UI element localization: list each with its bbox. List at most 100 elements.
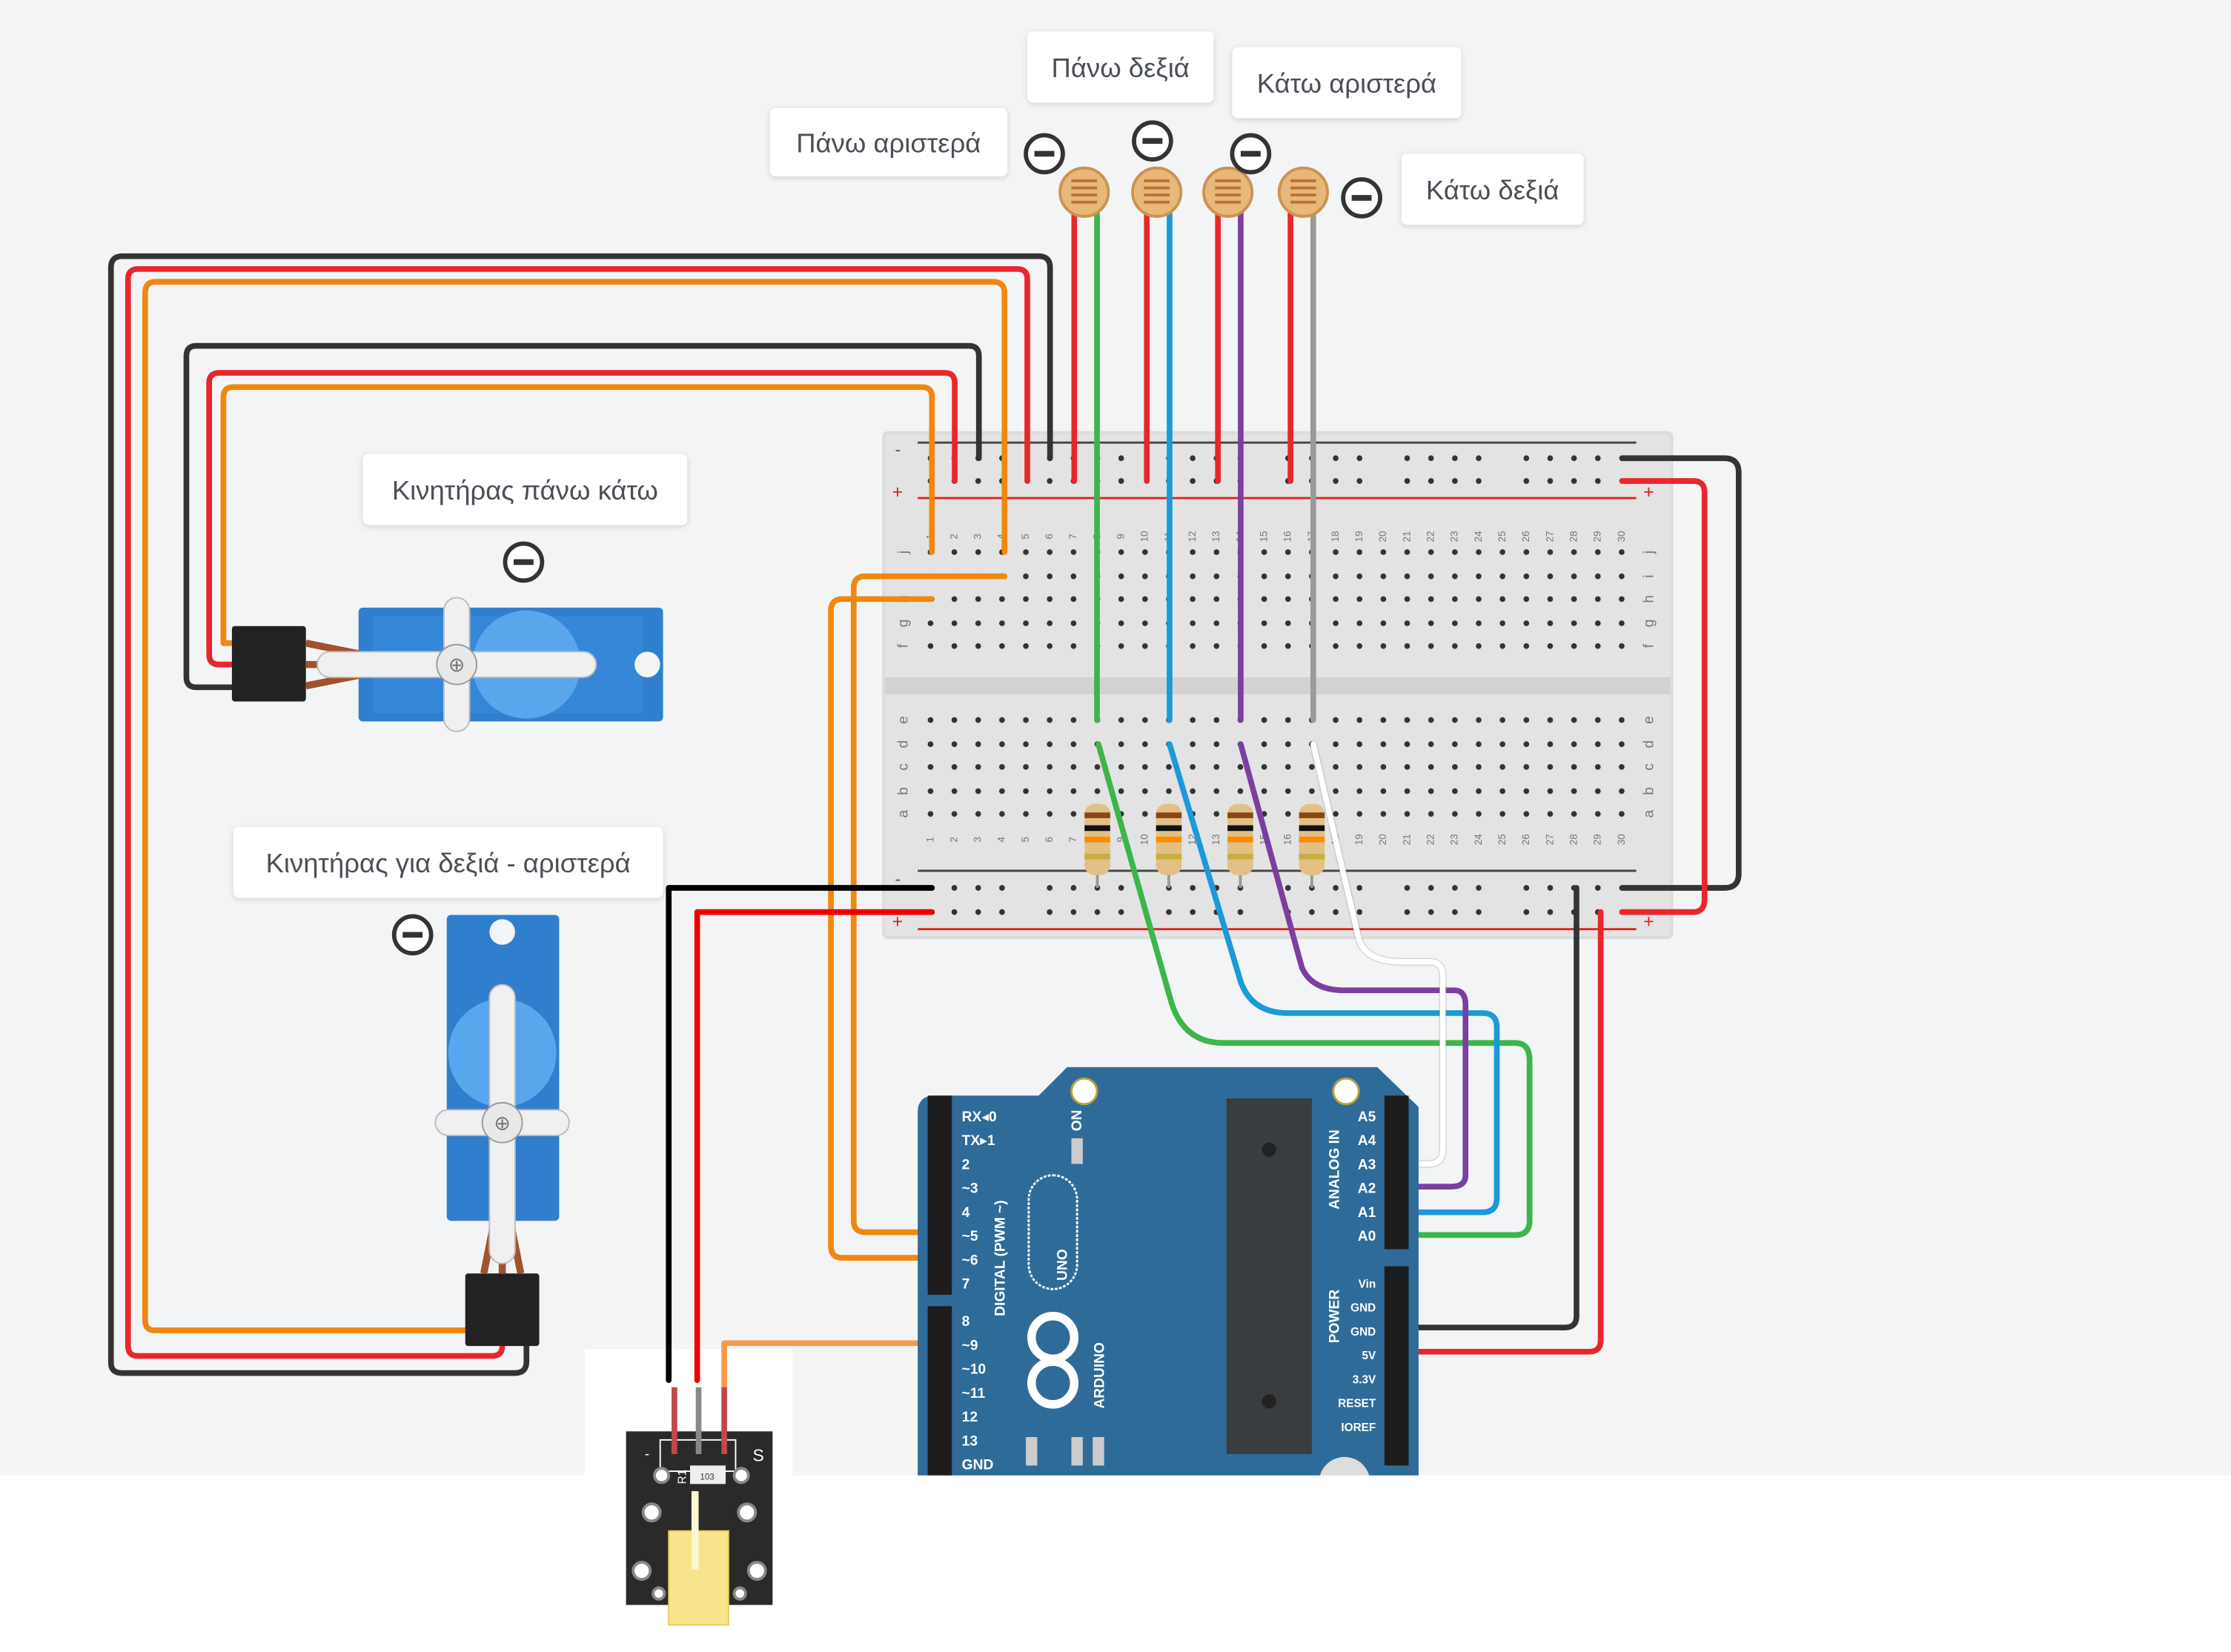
breadboard-hole[interactable] (1380, 763, 1387, 770)
breadboard-hole[interactable] (975, 549, 981, 555)
breadboard-hole[interactable] (999, 741, 1005, 747)
breadboard-hole[interactable] (1547, 717, 1554, 723)
rail-hole[interactable] (1309, 909, 1315, 915)
breadboard-hole[interactable] (975, 717, 981, 723)
breadboard-hole[interactable] (1141, 788, 1148, 795)
breadboard-hole[interactable] (1023, 573, 1029, 580)
wire-orange-pin6[interactable] (828, 596, 949, 1261)
wire-red-5v[interactable] (1399, 909, 1604, 1355)
breadboard-hole[interactable] (1118, 741, 1124, 747)
breadboard-hole[interactable] (1213, 741, 1220, 747)
breadboard-hole[interactable] (1356, 643, 1363, 649)
breadboard-hole[interactable] (1023, 549, 1029, 555)
collapse-minus-icon[interactable] (1341, 177, 1382, 219)
wire-green-a0[interactable] (1095, 741, 1533, 1238)
breadboard-hole[interactable] (1428, 549, 1434, 555)
breadboard-hole[interactable] (1118, 620, 1124, 626)
breadboard-hole[interactable] (1428, 741, 1434, 747)
breadboard-hole[interactable] (1523, 596, 1530, 603)
rail-hole[interactable] (1333, 455, 1339, 462)
breadboard-hole[interactable] (1333, 788, 1339, 795)
breadboard-hole[interactable] (1190, 643, 1196, 649)
breadboard-hole[interactable] (1571, 596, 1577, 603)
breadboard-hole[interactable] (1023, 620, 1029, 626)
rail-hole[interactable] (951, 885, 958, 891)
breadboard-hole[interactable] (1333, 811, 1339, 817)
breadboard-hole[interactable] (1070, 596, 1077, 603)
breadboard-hole[interactable] (927, 717, 934, 723)
breadboard-hole[interactable] (1619, 741, 1625, 747)
breadboard-hole[interactable] (951, 620, 958, 626)
breadboard-hole[interactable] (1261, 763, 1267, 770)
breadboard-hole[interactable] (1499, 643, 1505, 649)
breadboard-hole[interactable] (1380, 788, 1387, 795)
breadboard-hole[interactable] (1141, 811, 1148, 817)
breadboard[interactable]: - + - + + + 1122334455667788991010111112… (882, 431, 1674, 940)
breadboard-hole[interactable] (1190, 788, 1196, 795)
breadboard-hole[interactable] (1356, 596, 1363, 603)
breadboard-hole[interactable] (1404, 573, 1410, 580)
breadboard-hole[interactable] (1284, 549, 1291, 555)
breadboard-hole[interactable] (1476, 620, 1482, 626)
wire-orange-laser-signal[interactable] (721, 1340, 949, 1390)
collapse-minus-icon[interactable] (1024, 133, 1065, 175)
breadboard-hole[interactable] (1023, 717, 1029, 723)
breadboard-hole[interactable] (1451, 811, 1458, 817)
breadboard-hole[interactable] (1094, 788, 1101, 795)
breadboard-hole[interactable] (1428, 788, 1434, 795)
breadboard-hole[interactable] (1284, 763, 1291, 770)
breadboard-hole[interactable] (1499, 620, 1505, 626)
breadboard-hole[interactable] (1070, 741, 1077, 747)
wire-red-laser[interactable] (694, 909, 935, 1384)
breadboard-hole[interactable] (1213, 643, 1220, 649)
breadboard-hole[interactable] (975, 596, 981, 603)
collapse-minus-icon[interactable] (1230, 133, 1272, 175)
breadboard-hole[interactable] (1499, 717, 1505, 723)
breadboard-hole[interactable] (1309, 763, 1315, 770)
breadboard-hole[interactable] (1047, 717, 1053, 723)
breadboard-hole[interactable] (1047, 788, 1053, 795)
breadboard-hole[interactable] (999, 620, 1005, 626)
breadboard-hole[interactable] (1333, 741, 1339, 747)
rail-hole[interactable] (1451, 455, 1458, 462)
rail-hole[interactable] (1428, 909, 1434, 915)
rail-hole[interactable] (1428, 478, 1434, 484)
breadboard-hole[interactable] (1261, 549, 1267, 555)
breadboard-hole[interactable] (1523, 643, 1530, 649)
wire-black-servo1[interactable] (183, 342, 982, 691)
breadboard-hole[interactable] (975, 763, 981, 770)
collapse-minus-icon[interactable] (1132, 120, 1173, 162)
breadboard-hole[interactable] (1404, 763, 1410, 770)
breadboard-hole[interactable] (951, 741, 958, 747)
breadboard-hole[interactable] (1023, 741, 1029, 747)
breadboard-hole[interactable] (1594, 643, 1601, 649)
breadboard-hole[interactable] (1070, 643, 1077, 649)
rail-hole[interactable] (1118, 909, 1124, 915)
breadboard-hole[interactable] (1428, 573, 1434, 580)
breadboard-hole[interactable] (1141, 717, 1148, 723)
callout-label-servo-leftright[interactable]: Κινητήρας για δεξιά - αριστερά (233, 826, 663, 898)
breadboard-hole[interactable] (1118, 763, 1124, 770)
breadboard-hole[interactable] (975, 788, 981, 795)
breadboard-hole[interactable] (1261, 573, 1267, 580)
rail-hole[interactable] (1523, 478, 1530, 484)
callout-label-top-right[interactable]: Πάνω δεξιά (1027, 31, 1214, 103)
breadboard-hole[interactable] (1547, 788, 1554, 795)
breadboard-hole[interactable] (1594, 763, 1601, 770)
breadboard-hole[interactable] (1356, 573, 1363, 580)
breadboard-hole[interactable] (1594, 741, 1601, 747)
breadboard-hole[interactable] (1094, 763, 1101, 770)
breadboard-hole[interactable] (1619, 596, 1625, 603)
breadboard-hole[interactable] (1261, 596, 1267, 603)
breadboard-hole[interactable] (951, 596, 958, 603)
breadboard-hole[interactable] (1476, 643, 1482, 649)
breadboard-hole[interactable] (999, 596, 1005, 603)
breadboard-hole[interactable] (1190, 573, 1196, 580)
breadboard-hole[interactable] (999, 788, 1005, 795)
rail-hole[interactable] (1118, 478, 1124, 484)
breadboard-hole[interactable] (1380, 741, 1387, 747)
breadboard-hole[interactable] (1309, 788, 1315, 795)
breadboard-hole[interactable] (1141, 643, 1148, 649)
breadboard-hole[interactable] (1047, 643, 1053, 649)
breadboard-hole[interactable] (1141, 620, 1148, 626)
